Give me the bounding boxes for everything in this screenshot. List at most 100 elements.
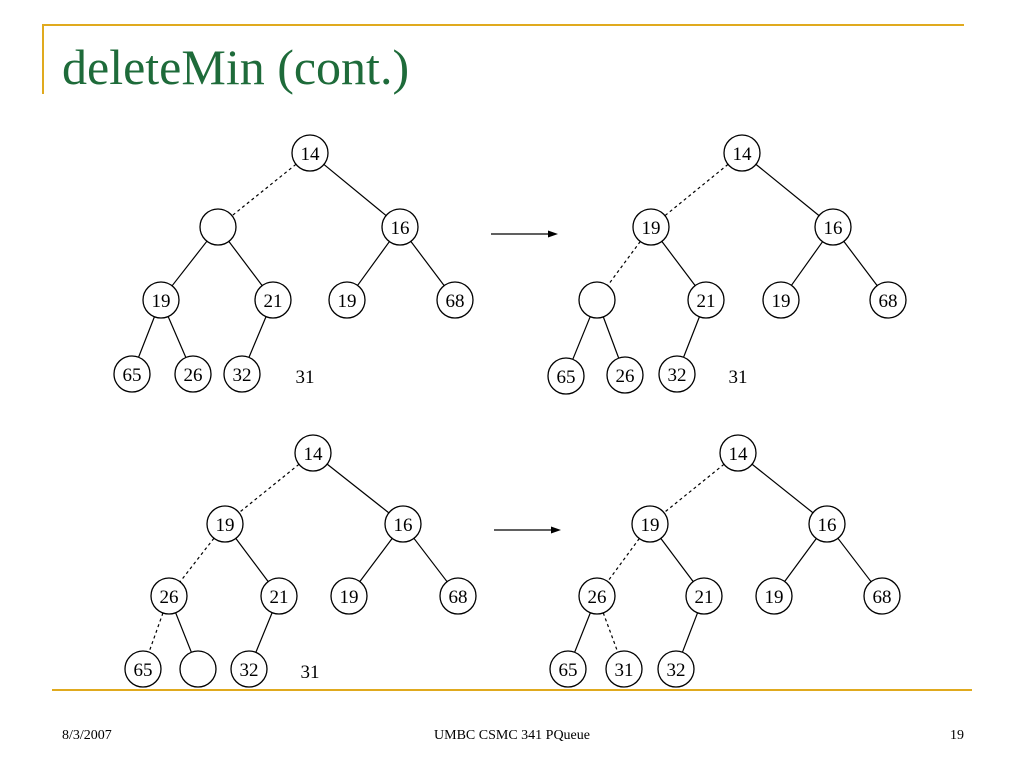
- heap-node: [723, 134, 761, 172]
- page-number: 19: [950, 728, 964, 743]
- heap-node-label: 26: [616, 366, 635, 387]
- tree-edge-solid: [323, 163, 387, 217]
- heap-node: [547, 357, 585, 395]
- tree-edge-dashed: [664, 163, 729, 217]
- heap-node-label: 19: [641, 515, 660, 536]
- heap-node: [578, 577, 616, 615]
- heap-node-label: 32: [240, 660, 259, 681]
- heap-node-label: 19: [338, 291, 357, 312]
- heap-node-label: 16: [818, 515, 837, 536]
- heap-node: [762, 281, 800, 319]
- heap-node: [549, 650, 587, 688]
- tree-edge-solid: [357, 241, 390, 286]
- heap-node-label: 65: [559, 660, 578, 681]
- tree-edge-solid: [660, 538, 694, 582]
- heap-node: [330, 577, 368, 615]
- heap-node-label: 19: [642, 218, 661, 239]
- footer-date: 8/3/2007: [62, 728, 112, 743]
- tree-edge-solid: [326, 463, 390, 514]
- tree-edge-solid: [235, 538, 269, 582]
- tree-edge-solid: [837, 537, 872, 583]
- heap-node: [814, 208, 852, 246]
- tree-edge-solid: [602, 316, 620, 359]
- tree-edge-solid: [755, 163, 820, 217]
- heap-node-label: 19: [152, 291, 171, 312]
- transition-arrow: [491, 230, 558, 238]
- heap-node-label: 32: [668, 365, 687, 386]
- heap-node-label: 26: [160, 587, 179, 608]
- tree-edge-solid: [661, 241, 696, 286]
- heap-node: [230, 650, 268, 688]
- heap-node-label: 68: [446, 291, 465, 312]
- tree-edge-dashed: [607, 241, 641, 286]
- heap-node: [808, 505, 846, 543]
- heap-node: [755, 577, 793, 615]
- heap-node: [254, 281, 292, 319]
- tree-edge-solid: [681, 612, 699, 653]
- heap-node: [606, 356, 644, 394]
- heap-node: [631, 505, 669, 543]
- heap-node: [863, 577, 901, 615]
- tree-edge-solid: [410, 241, 445, 286]
- tree-edge-dashed: [179, 537, 215, 583]
- heap-node-label: 19: [340, 587, 359, 608]
- heap-node-label: 26: [588, 587, 607, 608]
- heap-node: [294, 434, 332, 472]
- heap-node-label: 68: [879, 291, 898, 312]
- arrow-head: [548, 230, 558, 238]
- heap-node: [439, 577, 477, 615]
- pending-value-label: 31: [301, 662, 320, 683]
- side-rule: [42, 24, 44, 94]
- top-rule: [42, 24, 964, 26]
- heap-node-label: 32: [233, 365, 252, 386]
- heap-node: [384, 505, 422, 543]
- tree-edge-solid: [790, 241, 824, 286]
- tree-edge-solid: [138, 316, 155, 358]
- empty-hole-node: [578, 281, 616, 319]
- heap-node-label: 21: [264, 291, 283, 312]
- tree-edge-solid: [843, 241, 878, 286]
- heap-node: [260, 577, 298, 615]
- heap-node: [657, 650, 695, 688]
- heap-node: [113, 355, 151, 393]
- tree-edge-solid: [255, 612, 273, 653]
- heap-node: [436, 281, 474, 319]
- heap-node-label: 19: [765, 587, 784, 608]
- heap-node: [142, 281, 180, 319]
- heap-node-label: 21: [695, 587, 714, 608]
- heap-node: [658, 355, 696, 393]
- tree-edge-dashed: [231, 163, 297, 217]
- heap-node-label: 14: [729, 444, 749, 465]
- arrow-head: [551, 526, 561, 534]
- tree-edge-solid: [784, 538, 817, 582]
- heap-node-label: 16: [824, 218, 843, 239]
- heap-node: [174, 355, 212, 393]
- footer-title: UMBC CSMC 341 PQueue: [434, 728, 590, 743]
- heap-node-label: 16: [391, 218, 410, 239]
- tree-edge-solid: [228, 241, 263, 286]
- slide-title: deleteMin (cont.): [62, 39, 410, 95]
- heap-node-label: 68: [873, 587, 892, 608]
- tree-edge-solid: [683, 316, 700, 358]
- tree-edge-solid: [175, 612, 192, 653]
- pending-value-label: 31: [296, 367, 315, 388]
- heap-node-label: 68: [449, 587, 468, 608]
- heap-node: [291, 134, 329, 172]
- heap-node-label: 14: [733, 144, 753, 165]
- heap-node-label: 14: [301, 144, 321, 165]
- tree-edge-dashed: [607, 538, 640, 582]
- heap-node: [328, 281, 366, 319]
- empty-hole-node: [179, 650, 217, 688]
- tree-edge-solid: [413, 537, 448, 583]
- tree-edge-solid: [751, 463, 814, 514]
- tree-edge-solid: [171, 240, 208, 287]
- tree-edge-dashed: [663, 463, 725, 514]
- heap-node-label: 21: [270, 587, 289, 608]
- heap-node-label: 65: [123, 365, 142, 386]
- heap-node-label: 32: [667, 660, 686, 681]
- tree-edge-solid: [167, 316, 187, 358]
- heap-node-label: 26: [184, 365, 203, 386]
